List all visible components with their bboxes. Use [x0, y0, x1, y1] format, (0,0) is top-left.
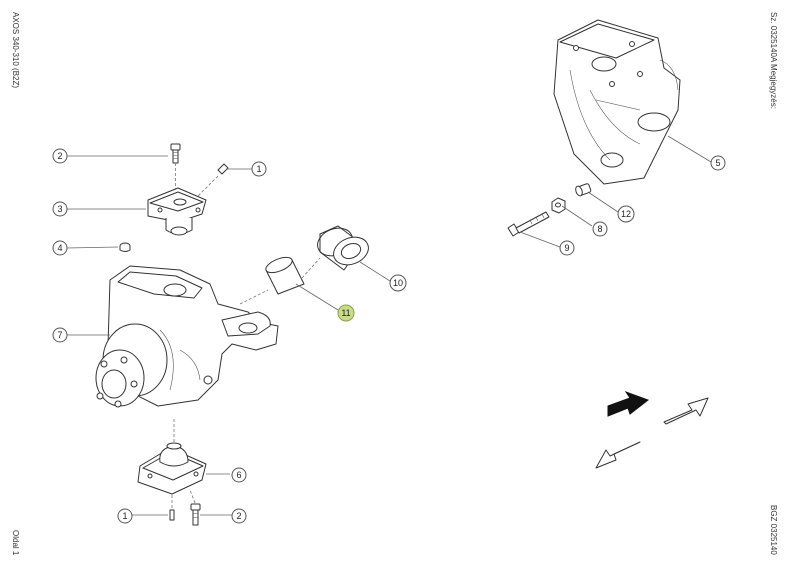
bushing	[239, 256, 305, 305]
svg-text:12: 12	[621, 209, 631, 219]
svg-text:6: 6	[236, 470, 241, 480]
callout-11-highlighted: 11	[337, 304, 355, 322]
callout-4: 4	[52, 240, 68, 256]
upper-bearing-cap	[147, 187, 207, 236]
plug	[119, 242, 131, 252]
navigation-arrows-icon	[595, 391, 709, 469]
callout-5: 5	[710, 155, 726, 171]
grease-nipple-bottom	[169, 494, 175, 521]
callout-6: 6	[231, 467, 247, 483]
callout-3: 3	[52, 201, 68, 217]
svg-text:2: 2	[236, 511, 241, 521]
steering-knuckle	[95, 265, 279, 408]
callout-1-top: 1	[251, 161, 267, 177]
lower-ball-joint	[137, 418, 207, 495]
svg-text:10: 10	[393, 278, 403, 288]
svg-text:7: 7	[57, 330, 62, 340]
svg-text:4: 4	[57, 243, 62, 253]
callout-8: 8	[592, 221, 608, 237]
svg-text:2: 2	[57, 151, 62, 161]
callout-2-bottom: 2	[231, 508, 247, 524]
callout-2-top: 2	[52, 148, 68, 164]
bolt-top	[170, 143, 181, 190]
callout-7: 7	[52, 327, 68, 343]
nut	[551, 197, 566, 214]
svg-text:5: 5	[715, 158, 720, 168]
svg-text:8: 8	[597, 224, 602, 234]
seal-ring	[301, 225, 369, 279]
svg-text:11: 11	[341, 308, 350, 318]
steering-knuckle-detail	[553, 19, 681, 185]
svg-text:1: 1	[256, 164, 261, 174]
callout-9: 9	[559, 240, 575, 256]
grease-nipple-top	[197, 163, 229, 197]
bushing-small	[575, 183, 592, 197]
callout-1-bottom: 1	[117, 508, 133, 524]
callout-12: 12	[617, 205, 635, 223]
leader-lines	[66, 135, 712, 516]
svg-text:9: 9	[564, 243, 569, 253]
svg-text:3: 3	[57, 204, 62, 214]
bolt-right	[507, 211, 550, 237]
svg-text:1: 1	[122, 511, 127, 521]
callout-10: 10	[389, 274, 407, 292]
bolt-bottom	[189, 489, 201, 526]
